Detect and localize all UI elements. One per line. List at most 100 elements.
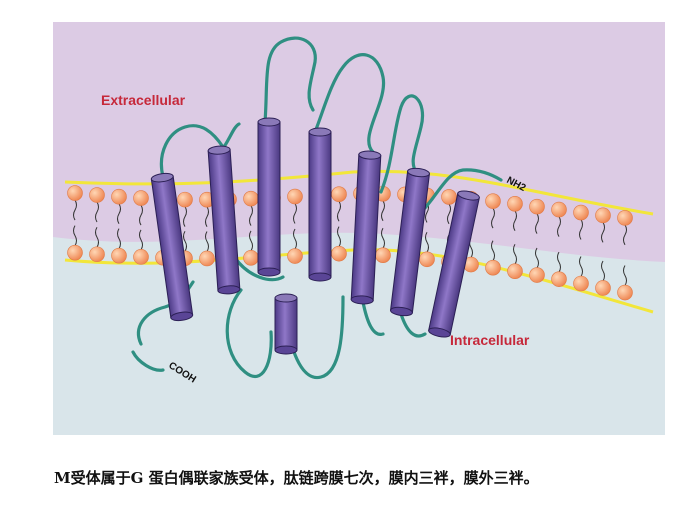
helix-body [274, 297, 298, 351]
helix-cap [207, 145, 231, 155]
helix-cylinder [207, 145, 241, 295]
helix-body [308, 131, 332, 278]
helix-bottom [274, 345, 298, 355]
lipid-head [111, 188, 127, 205]
polypeptide-chain [131, 36, 503, 380]
helix-bottom [390, 306, 413, 317]
intracellular-label: Intracellular [450, 332, 530, 348]
lipid-head [67, 185, 83, 201]
helix-cylinder [350, 150, 382, 305]
helix-cap [407, 167, 430, 178]
lipid-tail [95, 201, 99, 223]
lipid-tail [205, 231, 209, 252]
helix-bottom [350, 295, 374, 305]
lipid-tail [623, 224, 627, 246]
lipid-tail [535, 213, 539, 234]
helix-cap [257, 117, 281, 127]
helix-cap [457, 190, 480, 201]
lipid-head [89, 187, 105, 203]
lipid-head [485, 259, 501, 276]
lipid-head [331, 245, 347, 262]
lipid-tail [205, 206, 209, 227]
lipid-tail [557, 216, 561, 237]
helix-bottom [428, 327, 451, 338]
lipid-head [529, 267, 545, 283]
extracellular-label: Extracellular [101, 92, 186, 108]
helix-cylinder [150, 172, 194, 322]
helix-bottom [257, 267, 281, 277]
lipid-tail [293, 228, 297, 250]
lipid-head [331, 186, 347, 203]
lipid-tail [579, 256, 583, 277]
lipid-tail [95, 227, 99, 248]
lipid-head [419, 251, 435, 268]
helix-cylinder [274, 293, 298, 355]
intracellular-region [53, 232, 665, 435]
lipid-head [89, 246, 105, 263]
lipid-head [287, 188, 303, 205]
lipid-head [133, 249, 149, 265]
lipid-head [573, 275, 589, 292]
lipid-tail [139, 204, 143, 226]
lipid-tail [491, 240, 495, 261]
lipid-tail [535, 247, 539, 269]
lipid-tail [293, 203, 297, 224]
lipid-tail [513, 243, 517, 265]
receptor-diagram: Extracellular Intracellular NH2 COOH [53, 22, 665, 435]
helix-body [257, 121, 281, 273]
lipid-tail [183, 206, 187, 227]
lipid-head [617, 210, 633, 226]
lipid-head [551, 201, 567, 218]
helix-cylinder [389, 167, 431, 317]
helix-bottom [217, 285, 241, 295]
lipid-head [485, 193, 501, 209]
lipid-head [243, 250, 259, 266]
lipid-head [617, 284, 633, 301]
helix-cap [150, 172, 174, 183]
lipid-tail [513, 210, 517, 232]
helix-bottom [308, 272, 332, 282]
lipid-tail [601, 222, 605, 243]
transmembrane-helices [150, 117, 480, 355]
lipid-tail [337, 226, 341, 247]
lipid-head [573, 204, 589, 221]
lipid-tail [579, 219, 583, 240]
helix-cylinder [428, 190, 480, 338]
lipid-head [287, 248, 303, 264]
lipid-head [67, 244, 83, 261]
lipid-head [375, 247, 391, 263]
lipid-tail [623, 265, 627, 286]
lipid-head [441, 189, 457, 205]
figure-caption: M受体属于G 蛋白偶联家族受体，肽链跨膜七次，膜内三袢，膜外三袢。 [54, 469, 539, 487]
lipid-tail [73, 225, 77, 246]
lipid-head [199, 250, 215, 267]
lipid-head [595, 280, 611, 296]
lipid-tail [491, 207, 495, 229]
lipid-tail [381, 227, 385, 249]
helix-bottom [170, 311, 194, 322]
lipid-tail [337, 200, 341, 222]
lipid-tail [183, 231, 187, 252]
lipid-tail [73, 199, 77, 221]
lipid-head [133, 190, 149, 206]
lipid-head [507, 196, 523, 212]
lipid-head [177, 191, 193, 208]
helix-cylinder [308, 127, 332, 282]
lipid-head [111, 247, 127, 264]
lipid-head [507, 263, 523, 280]
lipid-tail [117, 203, 121, 224]
lipid-tail [139, 229, 143, 251]
lipid-head [551, 271, 567, 287]
helix-cap [358, 150, 382, 160]
lipid-tail [425, 232, 429, 253]
helix-cap [274, 293, 298, 303]
lipid-head [529, 198, 545, 215]
lipid-tail [249, 205, 253, 226]
lipid-head [595, 207, 611, 224]
lipid-tail [447, 203, 451, 225]
lipid-tail [601, 260, 605, 282]
lipid-tail [557, 251, 561, 273]
lipid-tail [381, 200, 385, 222]
lipid-tail [117, 228, 121, 249]
lipid-tail [249, 230, 253, 252]
